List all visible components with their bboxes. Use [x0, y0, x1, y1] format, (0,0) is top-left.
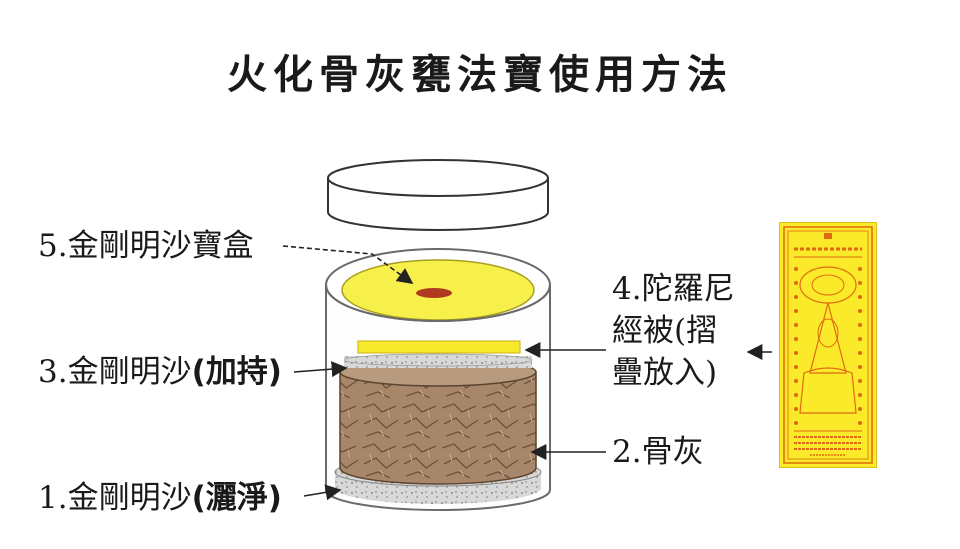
middle-sand-layer	[343, 353, 533, 368]
sutra-card-art	[783, 226, 873, 464]
label-blessed-sand: 3.金剛明沙(加持)	[38, 354, 282, 390]
label-dharani-sutra: 4.陀羅尼 經被(摺 疊放入)	[612, 271, 735, 391]
label-purify-sand: 1.金剛明沙(灑淨)	[38, 480, 282, 516]
arrows	[282, 245, 772, 501]
treasure-box-disc	[341, 259, 535, 321]
folded-sutra-layer	[357, 340, 521, 354]
label-ashes: 2.骨灰	[612, 434, 704, 470]
page-title: 火化骨灰甕法寶使用方法	[227, 52, 733, 98]
ashes-layer	[339, 357, 537, 485]
urn-lid	[327, 159, 549, 231]
label-treasure-box: 5.金剛明沙寶盒	[38, 228, 254, 264]
dharani-sutra-card	[779, 222, 877, 468]
